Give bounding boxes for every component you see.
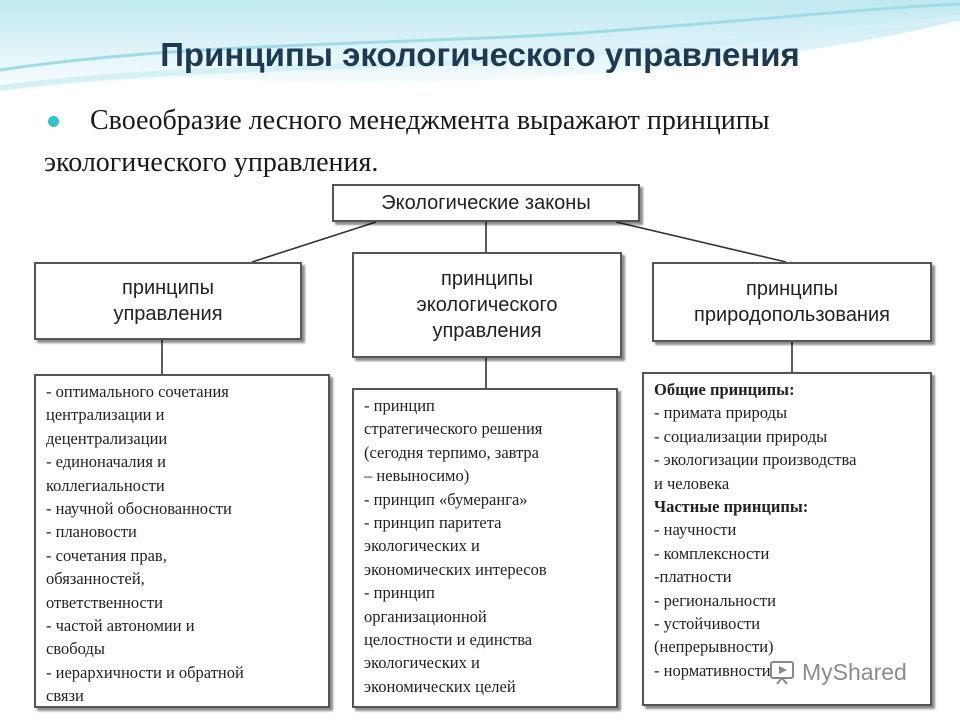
list-item: децентрализации <box>46 428 168 448</box>
list-item: - примата природы <box>654 403 788 423</box>
list-item: экологических и <box>364 653 480 673</box>
branch-1-title-line: управления <box>113 303 223 325</box>
root-label: Экологические законы <box>381 192 591 214</box>
list-item: - экологизации производства <box>654 450 857 470</box>
list-item: коллегиальности <box>46 475 165 495</box>
list-item: экологических и <box>364 536 480 556</box>
list-item: - научной обоснованности <box>46 499 232 519</box>
list-item: целостности и единства <box>364 630 533 650</box>
branch-2-title-box: принципы экологического управления <box>352 252 622 358</box>
list-item: централизации и <box>46 405 165 425</box>
watermark: MyShared <box>768 658 907 686</box>
list-item: – невыносимо) <box>364 466 470 486</box>
list-item: - иерархичности и обратной <box>46 662 244 682</box>
list-item: - принцип <box>364 396 435 415</box>
list-item: - социализации природы <box>654 426 828 446</box>
list-item: обязанностей, <box>46 569 145 589</box>
list-item: -платности <box>654 567 732 587</box>
list-item: ответственности <box>46 592 163 612</box>
principles-diagram: Экологические законы принципы управления… <box>26 178 942 720</box>
list-item: связи <box>46 686 84 706</box>
list-item: и человека <box>654 473 730 493</box>
list-item: - научности <box>654 520 737 540</box>
list-item: - комплексности <box>654 543 770 563</box>
list-item: - принцип <box>364 583 435 603</box>
list-item: экономических интересов <box>364 559 547 579</box>
list-item: - устойчивости <box>654 614 761 634</box>
branch-2-title-line: принципы <box>440 268 533 290</box>
list-item: - принцип паритета <box>364 513 502 533</box>
list-item: - частой автономии и <box>46 616 195 636</box>
branch-1-title-box: принципы управления <box>34 262 302 340</box>
branch-3-title-box: принципы природопользования <box>652 262 932 342</box>
list-item: экономических целей <box>364 676 516 696</box>
bullet-text: Своеобразие лесного менеджмента выражают… <box>44 105 770 178</box>
list-item: стратегического решения <box>364 419 543 439</box>
branch-3-title-line: принципы <box>745 278 838 300</box>
list-item: - сочетания прав, <box>46 545 167 565</box>
branch-2-title-line: управления <box>432 320 542 342</box>
list-heading: Частные принципы: <box>654 497 809 517</box>
list-item: - региональности <box>654 590 776 610</box>
list-item: организационной <box>364 606 487 626</box>
connector-lines <box>161 221 793 388</box>
branch-2-title-line: экологического <box>416 294 558 316</box>
list-item: свободы <box>46 639 105 659</box>
slide-title: Принципы экологического управления <box>160 36 800 73</box>
slideshow-icon <box>770 661 794 685</box>
bullet-dot-icon <box>48 116 59 127</box>
list-item: - плановости <box>46 522 137 542</box>
branch-1-list-box: - оптимального сочетания централизации и… <box>34 374 330 708</box>
list-item: - нормативности <box>654 660 771 680</box>
list-heading: Общие принципы: <box>654 380 795 399</box>
list-item: (сегодня терпимо, завтра <box>364 442 540 462</box>
branch-3-list-box: Общие принципы: - примата природы - соци… <box>642 372 932 706</box>
header-wave-decoration <box>0 0 960 96</box>
list-item: - принцип «бумеранга» <box>364 489 528 509</box>
watermark-text: MyShared <box>802 658 907 685</box>
list-item: - оптимального сочетания <box>46 382 229 401</box>
branch-1-title-line: принципы <box>121 277 214 299</box>
list-item: (непрерывности) <box>654 637 774 657</box>
root-box: Экологические законы <box>332 184 640 222</box>
branch-3-title-line: природопользования <box>694 304 890 326</box>
list-item: - единоначалия и <box>46 452 166 472</box>
branch-2-list-box: - принцип стратегического решения (сегод… <box>352 388 618 708</box>
